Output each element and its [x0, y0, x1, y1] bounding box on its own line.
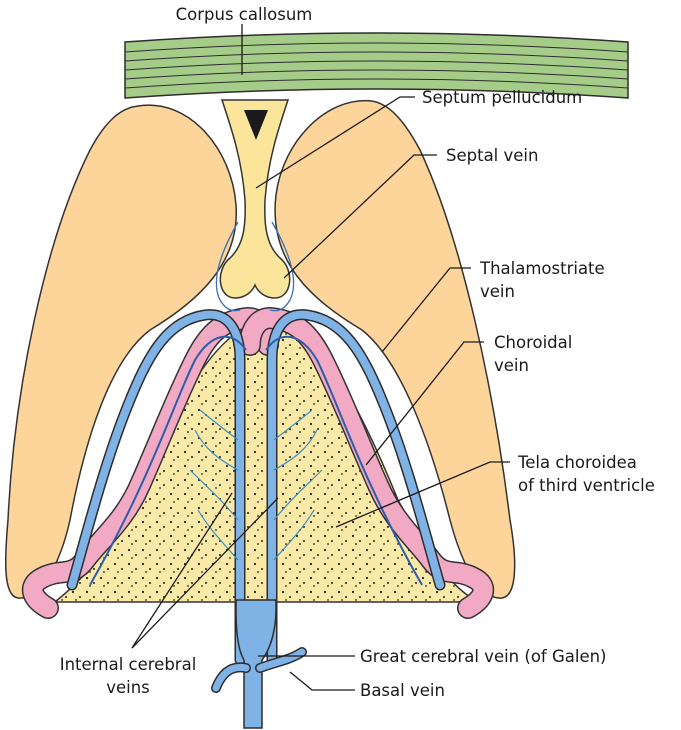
- label-choroidal-vein-line1: Choroidal: [494, 333, 572, 352]
- label-internal-cerebral-veins-line1: Internal cerebral: [60, 655, 197, 674]
- label-thalamostriate-vein-line2: vein: [480, 282, 515, 301]
- label-internal-cerebral-veins-line2: veins: [106, 678, 150, 697]
- label-tela-choroidea-line1: Tela choroidea: [517, 453, 637, 472]
- great-cerebral-vein: [216, 600, 302, 728]
- label-tela-choroidea-line2: of third ventricle: [518, 476, 655, 495]
- label-thalamostriate-vein-line1: Thalamostriate: [479, 259, 605, 278]
- label-septal-vein: Septal vein: [446, 146, 538, 165]
- label-choroidal-vein-line2: vein: [494, 356, 529, 375]
- label-great-cerebral-vein: Great cerebral vein (of Galen): [360, 647, 607, 666]
- label-corpus-callosum: Corpus callosum: [176, 5, 313, 24]
- label-basal-vein: Basal vein: [360, 681, 445, 700]
- label-septum-pellucidum: Septum pellucidum: [422, 88, 582, 107]
